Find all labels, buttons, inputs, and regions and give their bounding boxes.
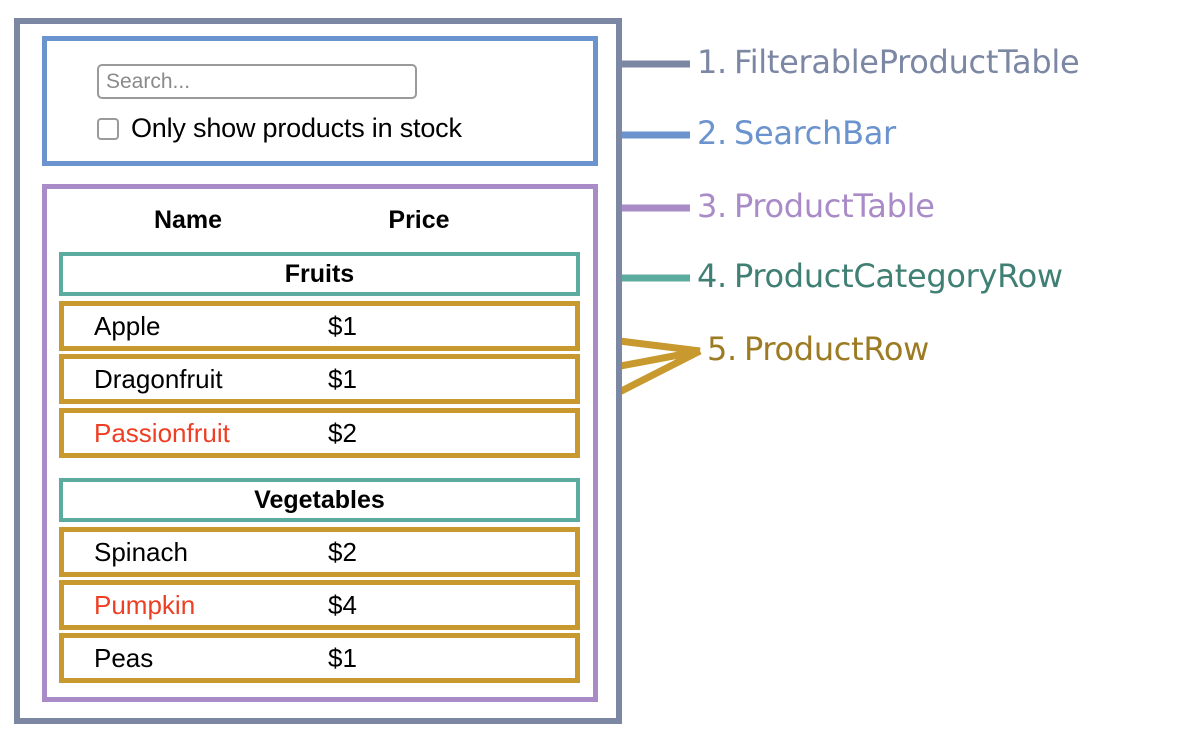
product-category-label: Fruits: [284, 259, 355, 288]
legend-item-search-bar: 2.SearchBar: [697, 114, 896, 152]
legend-number: 2.: [697, 114, 727, 152]
product-name: Apple: [94, 310, 161, 341]
product-price: $4: [328, 589, 357, 620]
legend-label: ProductCategoryRow: [733, 257, 1063, 295]
legend-item-product-category-row: 4.ProductCategoryRow: [697, 257, 1063, 295]
product-row: Spinach $2: [59, 527, 580, 577]
product-category-row: Vegetables: [59, 478, 580, 522]
search-bar-box: Only show products in stock: [42, 36, 598, 166]
product-row: Pumpkin $4: [59, 580, 580, 630]
product-row: Dragonfruit $1: [59, 354, 580, 404]
product-name: Peas: [94, 642, 154, 673]
product-name: Spinach: [94, 536, 188, 567]
product-row: Passionfruit $2: [59, 408, 580, 458]
legend-item-product-row: 5.ProductRow: [707, 330, 929, 368]
legend-label: FilterableProductTable: [733, 43, 1080, 81]
legend-label: SearchBar: [733, 114, 896, 152]
legend-number: 1.: [697, 43, 727, 81]
legend-number: 5.: [707, 330, 737, 368]
product-row: Apple $1: [59, 301, 580, 351]
legend-label: ProductRow: [743, 330, 929, 368]
stock-filter-checkbox[interactable]: [97, 117, 119, 140]
column-header-name: Name: [153, 205, 223, 234]
product-price: $1: [328, 310, 357, 341]
product-row: Peas $1: [59, 633, 580, 683]
legend-item-filterable-product-table: 1.FilterableProductTable: [697, 43, 1080, 81]
stock-filter-label: Only show products in stock: [131, 113, 462, 143]
product-category-label: Vegetables: [254, 485, 385, 514]
product-price: $1: [328, 363, 357, 394]
product-category-row: Fruits: [59, 252, 580, 296]
product-table-header-row: Name Price: [57, 198, 577, 242]
stock-filter-row[interactable]: Only show products in stock: [97, 113, 462, 144]
product-price: $2: [328, 536, 357, 567]
column-header-price: Price: [388, 205, 450, 234]
legend-item-product-table: 3.ProductTable: [697, 187, 935, 225]
search-input[interactable]: [97, 64, 417, 99]
legend-number: 4.: [697, 257, 727, 295]
product-price: $1: [328, 642, 357, 673]
product-name: Passionfruit: [94, 417, 230, 448]
product-table-box: Name Price Fruits Apple $1 Dragonfruit $…: [42, 184, 598, 702]
product-price: $2: [328, 417, 357, 448]
product-name: Dragonfruit: [94, 363, 223, 394]
legend-label: ProductTable: [733, 187, 935, 225]
legend-number: 3.: [697, 187, 727, 225]
product-name: Pumpkin: [94, 589, 196, 620]
